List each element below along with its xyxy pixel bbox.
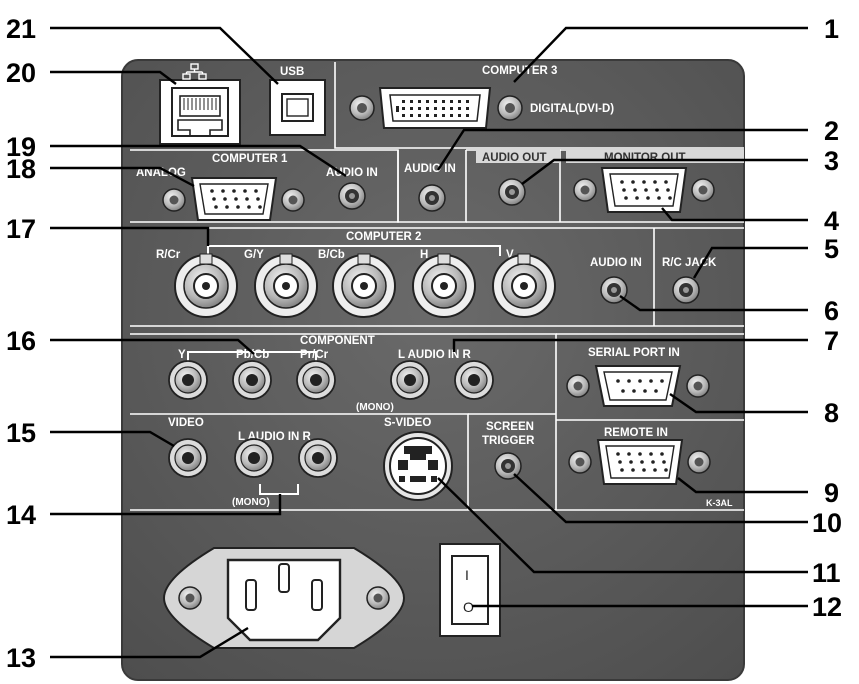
callout-12: 12 <box>812 592 842 622</box>
callout-17: 17 <box>6 214 36 244</box>
bnc-connectors <box>174 253 556 318</box>
computer1-audio-jack <box>338 182 366 210</box>
bnc-gy-connector <box>254 253 318 318</box>
callout-7: 7 <box>824 326 839 356</box>
bnc-v-connector <box>492 253 556 318</box>
rc-jack <box>672 276 700 304</box>
component-audio-r-jack <box>454 360 494 400</box>
callout-4: 4 <box>824 206 839 236</box>
screen-label: SCREEN <box>486 421 534 433</box>
digital-dvi-label: DIGITAL(DVI-D) <box>530 103 614 115</box>
callout-18: 18 <box>6 154 36 184</box>
rear-panel <box>121 59 745 681</box>
computer2-label: COMPUTER 2 <box>346 231 421 243</box>
power-switch-off-mark: O <box>463 599 474 615</box>
callout-2: 2 <box>824 116 839 146</box>
callout-19: 19 <box>6 132 36 162</box>
bnc-bcb-connector <box>332 253 396 318</box>
callout-9: 9 <box>824 478 839 508</box>
computer3-audio-in-label: AUDIO IN <box>404 163 456 175</box>
lan-port <box>159 79 241 145</box>
component-pbcb-jack <box>232 360 272 400</box>
remote-in-label: REMOTE IN <box>604 427 668 439</box>
component-prcr-label: Pr/Cr <box>300 349 329 361</box>
analog-vga-connector <box>162 177 305 221</box>
component-audio-jacks <box>390 360 494 400</box>
computer2-audio-in-label: AUDIO IN <box>590 257 642 269</box>
callout-3: 3 <box>824 146 839 176</box>
dvi-d-connector <box>349 87 523 129</box>
callout-1: 1 <box>824 14 839 44</box>
screen-trigger-jack <box>494 452 522 480</box>
ac-power-inlet <box>162 547 406 649</box>
remote-in-connector <box>568 439 711 485</box>
component-pbcb-label: Pb/Cb <box>236 349 269 361</box>
callout-8: 8 <box>824 398 839 428</box>
power-switch-on-mark: I <box>465 567 469 583</box>
serial-port-connector <box>566 365 710 407</box>
bnc-rcr-connector <box>174 253 238 318</box>
s-video-label: S-VIDEO <box>384 417 431 429</box>
component-y-jack <box>168 360 208 400</box>
usb-label: USB <box>280 66 304 78</box>
component-audio-in-label: L AUDIO IN R <box>398 349 472 361</box>
callout-15: 15 <box>6 418 36 448</box>
callout-14: 14 <box>6 500 36 530</box>
power-switch <box>439 543 501 637</box>
callout-13: 13 <box>6 643 36 673</box>
rc-jack-label: R/C JACK <box>662 257 717 269</box>
audio-out-label: AUDIO OUT <box>482 152 547 164</box>
k3al-label: K-3AL <box>706 498 733 508</box>
component-prcr-jack <box>296 360 336 400</box>
video-label: VIDEO <box>168 417 204 429</box>
callout-21: 21 <box>6 14 36 44</box>
monitor-out-label: MONITOR OUT <box>604 152 686 164</box>
video-audio-jacks <box>234 438 338 478</box>
bnc-h-connector <box>412 253 476 318</box>
video-audio-r-jack <box>298 438 338 478</box>
component-audio-l-jack <box>390 360 430 400</box>
component-label: COMPONENT <box>300 335 375 347</box>
audio-out-jack <box>498 178 526 206</box>
callout-11: 11 <box>812 558 841 588</box>
video-jack <box>168 438 208 478</box>
audio-out-header <box>476 150 560 163</box>
callout-10: 10 <box>812 508 842 538</box>
callout-20: 20 <box>6 58 36 88</box>
bnc-h-label: H <box>420 249 428 261</box>
callout-6: 6 <box>824 296 839 326</box>
bnc-rcr-label: R/Cr <box>156 249 181 261</box>
computer3-audio-jack <box>418 184 446 212</box>
component-mono-label: (MONO) <box>356 402 394 413</box>
callout-leaders <box>50 26 808 659</box>
computer1-label: COMPUTER 1 <box>212 153 288 165</box>
bnc-bcb-label: B/Cb <box>318 249 345 261</box>
monitor-out-vga-connector <box>573 167 715 213</box>
computer3-label: COMPUTER 3 <box>482 65 557 77</box>
section-outlines <box>130 62 744 511</box>
callout-16: 16 <box>6 326 36 356</box>
serial-port-in-label: SERIAL PORT IN <box>588 347 680 359</box>
component-y-label: Y <box>178 349 186 361</box>
video-mono-label: (MONO) <box>232 497 270 508</box>
s-video-connector <box>383 431 453 501</box>
trigger-label: TRIGGER <box>482 435 535 447</box>
bnc-v-label: V <box>506 249 514 261</box>
video-audio-l-jack <box>234 438 274 478</box>
component-jacks <box>168 360 336 400</box>
bnc-gy-label: G/Y <box>244 249 264 261</box>
network-icon <box>182 63 207 80</box>
usb-port <box>269 79 326 136</box>
callout-5: 5 <box>824 234 839 264</box>
